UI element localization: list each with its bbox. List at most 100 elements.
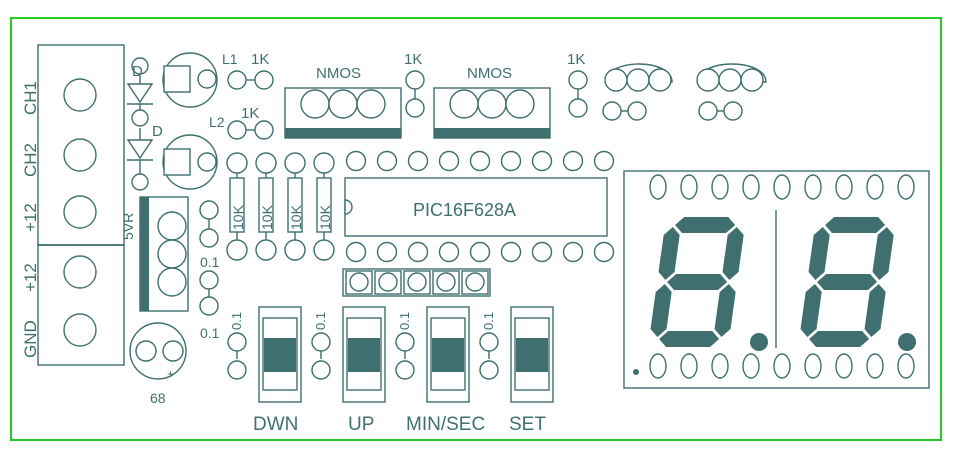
display-pin	[804, 353, 822, 379]
label-c-reg2: 0.1	[200, 325, 220, 341]
header-pin-frame	[345, 270, 373, 295]
header-pin-frame	[432, 270, 460, 295]
label-r-gate4: 10K	[317, 204, 333, 230]
header-pin-frame	[403, 270, 431, 295]
mcu-pin	[407, 241, 429, 263]
capacitor-pad	[479, 332, 499, 352]
display-pin	[866, 174, 884, 200]
display-pin	[680, 353, 698, 379]
label-plus12-b: +12	[21, 263, 40, 292]
label-d1: D	[132, 63, 143, 80]
button-inner	[346, 317, 382, 391]
capacitor-pad	[227, 332, 247, 352]
diode-2	[126, 128, 154, 191]
mcu-pin	[562, 150, 584, 172]
seven-segment-display	[623, 170, 930, 389]
capacitor-pad	[311, 332, 331, 352]
label-l2: L2	[209, 114, 225, 130]
label-r1: 1K	[251, 51, 269, 68]
transistor-footprint-a	[602, 63, 673, 121]
header-pin	[436, 272, 456, 292]
button-actuator	[432, 338, 464, 372]
segment-f	[808, 227, 830, 280]
resistor-10k-pad	[313, 152, 335, 174]
resistor-10k-pad	[313, 239, 335, 261]
header-outline	[342, 268, 491, 297]
display-pin	[835, 353, 853, 379]
mcu-pin	[345, 241, 367, 263]
display-pins	[649, 174, 915, 379]
mcu-pin	[531, 150, 553, 172]
header-strip	[342, 268, 491, 297]
label-c-reg1: 0.1	[200, 254, 220, 270]
label-gnd: GND	[21, 320, 40, 358]
label-l1: L1	[222, 51, 238, 67]
resistor-10k-pad	[284, 152, 306, 174]
mcu-chip	[344, 177, 608, 237]
button-footprints	[227, 306, 554, 403]
capacitor-electrolytic	[129, 322, 187, 380]
terminal-block-bottom	[37, 244, 125, 366]
mcu-pin	[438, 241, 460, 263]
inductor-l2	[162, 134, 218, 190]
display-pin	[897, 353, 915, 379]
display-pin	[680, 174, 698, 200]
label-ch2: CH2	[21, 143, 40, 177]
capacitor-pad	[395, 360, 415, 380]
segment-c	[864, 284, 886, 337]
button-inner	[430, 317, 466, 391]
button-body	[510, 306, 554, 403]
button-body	[426, 306, 470, 403]
mcu-pin	[407, 150, 429, 172]
label-d2: D	[152, 123, 163, 140]
button-inner	[514, 317, 550, 391]
display-pin	[649, 174, 667, 200]
mcu-pin	[500, 241, 522, 263]
label-r3: 1K	[404, 51, 422, 68]
label-q1: NMOS	[316, 65, 361, 82]
terminal-pad-ch2	[63, 138, 97, 172]
resistor-10k-pad	[255, 152, 277, 174]
segment-f	[658, 227, 680, 280]
label-q2: NMOS	[467, 65, 512, 82]
resistor-r2	[227, 120, 274, 140]
capacitor-reg2	[199, 270, 219, 316]
mcu-pins	[345, 150, 615, 263]
segment-e	[800, 284, 822, 337]
mcu-pin	[376, 241, 398, 263]
label-c-elec-plus: +	[167, 367, 174, 381]
display-pin	[804, 174, 822, 200]
capacitor-pad	[227, 360, 247, 380]
capacitor-pad	[395, 332, 415, 352]
mcu-pin	[469, 150, 491, 172]
label-c-btn2: 0.1	[313, 312, 328, 330]
label-r-gate2: 10K	[259, 204, 275, 230]
nmos-q2	[433, 87, 551, 139]
button-label-minsec: MIN/SEC	[406, 414, 485, 435]
mcu-pin	[531, 241, 553, 263]
label-r2: 1K	[241, 105, 259, 122]
display-pin	[711, 174, 729, 200]
display-pin	[711, 353, 729, 379]
button-body	[258, 306, 302, 403]
button-label-set: SET	[509, 414, 546, 435]
resistor-r3	[405, 70, 425, 118]
resistor-10k-array	[226, 152, 335, 261]
decimal-point-2	[898, 333, 916, 351]
header-pin	[465, 272, 485, 292]
inductor-l1	[162, 52, 218, 108]
display-pin	[742, 353, 760, 379]
label-c-btn3: 0.1	[397, 312, 412, 330]
segment-g	[817, 274, 878, 290]
label-c-btn1: 0.1	[229, 312, 244, 330]
resistor-r4	[568, 70, 588, 118]
header-pin-frame	[461, 270, 489, 295]
resistor-r1	[227, 70, 274, 90]
segment-a	[825, 217, 886, 233]
segment-b	[872, 227, 894, 280]
display-pin	[866, 353, 884, 379]
segment-a	[675, 217, 736, 233]
mcu-pin	[593, 241, 615, 263]
display-pin	[773, 353, 791, 379]
label-c-btn4: 0.1	[481, 312, 496, 330]
